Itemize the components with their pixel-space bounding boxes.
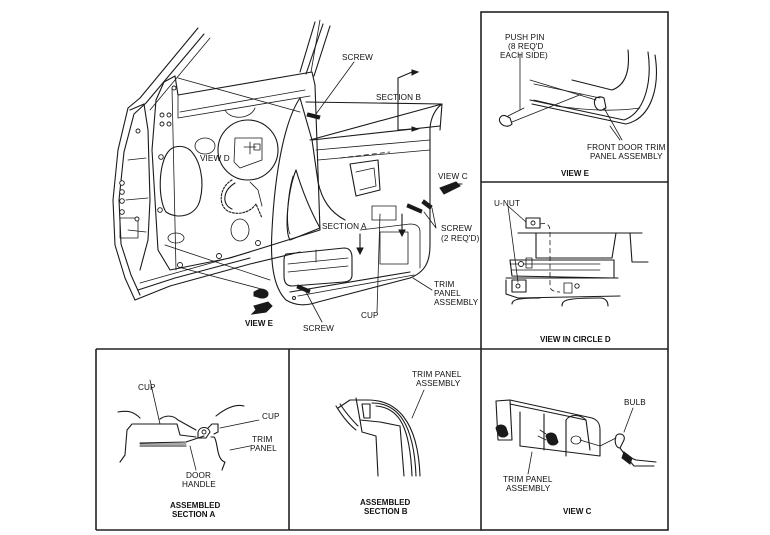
section-b-caption-line1: ASSEMBLED <box>360 498 410 507</box>
right-column-frame <box>480 11 669 531</box>
section-a-trim-line2: PANEL <box>250 444 277 453</box>
view-c-bulb-label: BULB <box>624 398 646 407</box>
view-d-circle <box>217 119 279 181</box>
label-view-d: VIEW D <box>200 154 230 163</box>
panel-frames <box>95 11 669 531</box>
view-d-caption: VIEW IN CIRCLE D <box>540 335 611 344</box>
label-screw-2req-line1: SCREW <box>441 224 472 233</box>
view-e-caption: VIEW E <box>561 169 590 178</box>
label-section-b: SECTION B <box>376 93 421 102</box>
main-exploded-view: SCREW SECTION B VIEW D VIEW C SECTION A … <box>112 19 480 333</box>
section-b-trim-line1: TRIM PANEL <box>412 370 462 379</box>
view-e-push-pin-line3: EACH SIDE) <box>500 51 548 60</box>
section-a-trim-line1: TRIM <box>252 435 272 444</box>
view-d-u-nut-label: U-NUT <box>494 199 520 208</box>
view-c-bulb-icon <box>614 433 625 449</box>
view-e-arrow-icon <box>250 301 273 315</box>
label-cup: CUP <box>361 311 379 320</box>
u-nut-top-icon <box>525 217 541 229</box>
label-trim-line2: PANEL <box>434 289 461 298</box>
section-a-cup-right: CUP <box>262 412 280 421</box>
view-e-front-door-line2: PANEL ASSEMBLY <box>590 152 663 161</box>
label-trim-line3: ASSEMBLY <box>434 298 479 307</box>
view-c-caption: VIEW C <box>563 507 592 516</box>
section-a-caption-line2: SECTION A <box>172 510 215 519</box>
push-pin-icon <box>253 288 269 299</box>
label-view-e: VIEW E <box>245 319 274 328</box>
u-nut-bottom-icon <box>511 279 527 293</box>
screw-top-icon <box>306 112 321 120</box>
view-c-trim-line2: ASSEMBLY <box>506 484 551 493</box>
section-b-caption-line2: SECTION B <box>364 507 408 516</box>
screw-view-c-2-icon <box>421 199 433 210</box>
section-b-trim-line2: ASSEMBLY <box>416 379 461 388</box>
fasteners <box>250 69 463 315</box>
label-view-c: VIEW C <box>438 172 468 181</box>
screw-view-c-1-icon <box>406 203 423 214</box>
view-circle-d-panel: U-NUT VIEW IN CIRCLE D <box>494 199 649 344</box>
view-c-screw-left-icon <box>495 424 509 438</box>
label-screw-bottom: SCREW <box>303 324 334 333</box>
section-a-cup-left: CUP <box>138 383 156 392</box>
view-e-panel: PUSH PIN (8 REQ'D EACH SIDE) FRONT DOOR … <box>498 33 666 178</box>
view-e-push-pin-line1: PUSH PIN <box>505 33 544 42</box>
section-a-handle-line2: HANDLE <box>182 480 216 489</box>
view-c-trim-line1: TRIM PANEL <box>503 475 553 484</box>
door-inner-frame <box>112 19 331 301</box>
label-trim-line1: TRIM <box>434 280 454 289</box>
screw-bottom-icon <box>296 284 311 294</box>
section-a-caption-line1: ASSEMBLED <box>170 501 220 510</box>
section-b-panel: TRIM PANEL ASSEMBLY ASSEMBLED SECTION B <box>335 370 462 516</box>
label-screw-top: SCREW <box>342 53 373 62</box>
view-c-panel: BULB TRIM PANEL ASSEMBLY VIEW C <box>495 398 657 516</box>
trim-panel-assembly <box>271 97 443 306</box>
section-a-panel: CUP CUP TRIM PANEL DOOR HANDLE ASSEMBLED… <box>117 379 280 519</box>
section-a-handle-line1: DOOR <box>186 471 211 480</box>
label-section-a: SECTION A <box>322 222 367 231</box>
main-leaders <box>305 61 437 323</box>
view-c-arrow-icon <box>439 181 461 195</box>
view-c-screw-right-icon <box>545 432 559 446</box>
view-e-push-pin-icon <box>498 114 513 127</box>
view-e-front-door-line1: FRONT DOOR TRIM <box>587 143 666 152</box>
view-e-push-pin-line2: (8 REQ'D <box>508 42 544 51</box>
label-screw-2req-line2: (2 REQ'D) <box>441 234 480 243</box>
